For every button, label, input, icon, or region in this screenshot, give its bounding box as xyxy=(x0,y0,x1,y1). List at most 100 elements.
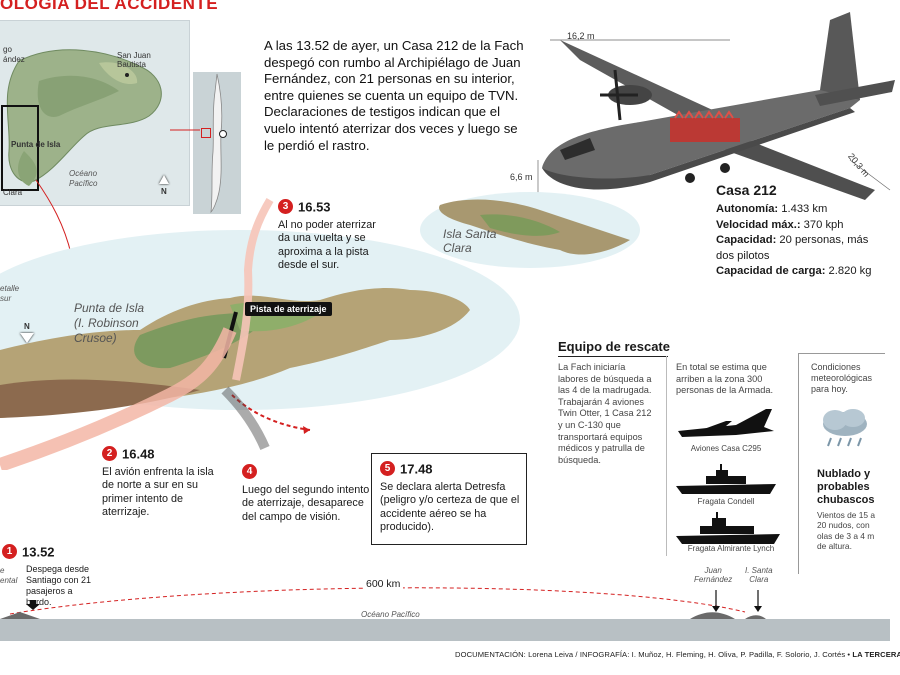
label-punta-de-isla: Punta de Isla (I. Robinson Crusoe) xyxy=(74,301,145,345)
plane-specs: Autonomía: 1.433 km Velocidad máx.: 370 … xyxy=(716,202,886,280)
step-number-badge: 3 xyxy=(278,199,293,215)
spec-row: Velocidad máx.: 370 kph xyxy=(716,218,844,231)
fragata-condell-ship-icon xyxy=(676,464,776,494)
plane-tail-fin xyxy=(820,12,860,100)
flight-path-second-approach xyxy=(232,197,274,381)
island-cliffs xyxy=(0,379,200,418)
plane-propeller xyxy=(600,69,638,121)
step-time: 16.53 xyxy=(298,199,331,215)
runway-label: Pista de aterrizaje xyxy=(245,302,332,316)
spec-row: Autonomía: 1.433 km xyxy=(716,203,828,215)
fragata-almirante-lynch-ship-icon xyxy=(676,512,780,544)
capital-marker-icon xyxy=(219,130,227,138)
inset-label-clara: Clara xyxy=(3,188,23,197)
main-map-north-label: N xyxy=(24,322,30,331)
plane-passenger-section xyxy=(670,118,740,142)
step-text: Al no poder aterrizar da una vuelta y se… xyxy=(278,219,376,272)
caption-fragata-condell: Fragata Condell xyxy=(697,497,755,506)
main-island-map xyxy=(0,192,640,470)
flight-path-first-approach xyxy=(0,327,237,470)
rescue-title: Equipo de rescate xyxy=(558,339,670,354)
island-vegetation xyxy=(134,313,270,369)
step-3: 3 16.53 Al no poder aterrizar da una vuel… xyxy=(278,198,390,273)
step-2: 2 16.48 El avión enfrenta la isla de nort… xyxy=(102,445,214,520)
plane-cockpit-window xyxy=(560,138,595,160)
step1-left-fragment: e ental xyxy=(0,566,18,585)
inset-map-terrain xyxy=(6,49,162,186)
plane-name: Casa 212 xyxy=(716,182,777,198)
caption-fragata-almirante-lynch: Fragata Almirante Lynch xyxy=(687,544,775,553)
ocean-band xyxy=(0,619,890,641)
left-fragment-etalle: etalle sur xyxy=(0,284,20,303)
intro-paragraph: A las 13.52 de ayer, un Casa 212 de la F… xyxy=(264,38,524,153)
zoom-connector-line xyxy=(35,179,73,259)
chile-locator-map xyxy=(193,72,241,214)
inset-label-go: go xyxy=(3,45,12,54)
santa-clara-profile xyxy=(745,615,766,619)
inset-map: ández go San Juan Bautista Punta de Isla… xyxy=(0,20,190,206)
santa-clara-label: I. Santa Clara xyxy=(745,566,773,584)
step-text: Despega desde Santiago con 21 pasajeros … xyxy=(26,564,92,607)
weather-title: Condiciones meteorológicas para hoy. xyxy=(811,362,873,394)
dim-height-label: 6,6 m xyxy=(510,172,533,182)
step-text: Se declara alerta Detresfa (peligro y/o … xyxy=(380,481,520,534)
inset-focus-box xyxy=(1,105,39,191)
step-1: 1 13.52 Despega desde Santiago con 21 pas… xyxy=(2,543,98,608)
weather-panel: Condiciones meteorológicas para hoy. Nub… xyxy=(798,353,885,574)
step-text: Luego del segundo intento de aterrizaje,… xyxy=(242,484,370,523)
step-4: 4 Luego del segundo intento de aterrizaj… xyxy=(242,463,370,524)
spec-row: Capacidad: 20 personas, más dos pilotos xyxy=(716,234,869,262)
ocean-label: Océano Pacífico xyxy=(361,610,420,619)
plane-shadow-trail xyxy=(221,386,270,451)
step-time: 17.48 xyxy=(400,461,433,477)
north-arrow-icon xyxy=(159,175,169,184)
plane-wheel xyxy=(685,173,695,183)
island-locator-marker xyxy=(201,128,211,138)
step-time: 16.48 xyxy=(122,446,155,462)
mainland-profile xyxy=(0,612,40,619)
casa-212-plane-illustration xyxy=(537,12,895,200)
plane-tail-wing xyxy=(815,80,895,106)
rain-cloud-icon xyxy=(823,409,867,447)
casa-c295-plane-icon xyxy=(678,409,774,437)
weather-detail: Vientos de 15 a 20 nudos, con olas de 3 … xyxy=(817,510,876,552)
spec-row: Capacidad de carga: 2.820 kg xyxy=(716,265,872,278)
step-number-badge: 5 xyxy=(380,461,395,477)
plane-passenger-figures xyxy=(674,110,734,119)
flight-direction-arrow-icon xyxy=(303,426,310,434)
inset-label-san-juan: San Juan Bautista xyxy=(117,51,151,69)
rescue-title-rule xyxy=(558,356,668,357)
step-text: El avión enfrenta la isla de norte a sur… xyxy=(102,466,214,519)
flight-path-disappearance xyxy=(231,394,311,431)
plane-wheel xyxy=(720,163,730,173)
footer-credits: DOCUMENTACIÓN: Lorena Leiva / INFOGRAFÍA… xyxy=(455,650,900,659)
step-time: 13.52 xyxy=(22,544,55,560)
inset-label-ndez: ández xyxy=(3,55,25,64)
departure-arrow-icon xyxy=(26,600,40,610)
juan-fernandez-label: Juan Fernández xyxy=(694,566,733,584)
page-title: OLOGÍA DEL ACCIDENTE xyxy=(0,0,219,13)
chile-outline xyxy=(210,73,223,214)
step-5: 5 17.48 Se declara alerta Detresfa (pelig… xyxy=(371,453,527,545)
inset-town-dot xyxy=(125,73,129,77)
caption-casa-c295: Aviones Casa C295 xyxy=(690,444,762,453)
weather-state: Nublado y probables chubascos xyxy=(817,468,875,506)
dim-span-label: 16,2 m xyxy=(567,31,595,41)
inset-label-oceano: Océano Pacífico xyxy=(69,169,98,188)
step-number-badge: 2 xyxy=(102,446,117,462)
north-arrow-icon xyxy=(20,333,34,343)
pointer-arrow-icon xyxy=(712,606,720,612)
step-number-badge: 1 xyxy=(2,544,17,560)
island-vegetation xyxy=(480,214,560,236)
dim-length-line xyxy=(849,159,891,191)
distance-label: 600 km xyxy=(363,578,404,590)
rescue-text-armada: En total se estima que arriben a la zona… xyxy=(676,362,774,396)
plane-right-wing xyxy=(725,135,875,200)
pointer-arrow-icon xyxy=(754,606,762,612)
brand-name: LA TERCERA xyxy=(852,650,900,659)
inset-north-label: N xyxy=(161,187,167,196)
label-isla-santa-clara: Isla Santa Clara xyxy=(443,227,497,255)
plane-belly xyxy=(542,108,855,190)
rescue-column-divider xyxy=(666,356,667,556)
